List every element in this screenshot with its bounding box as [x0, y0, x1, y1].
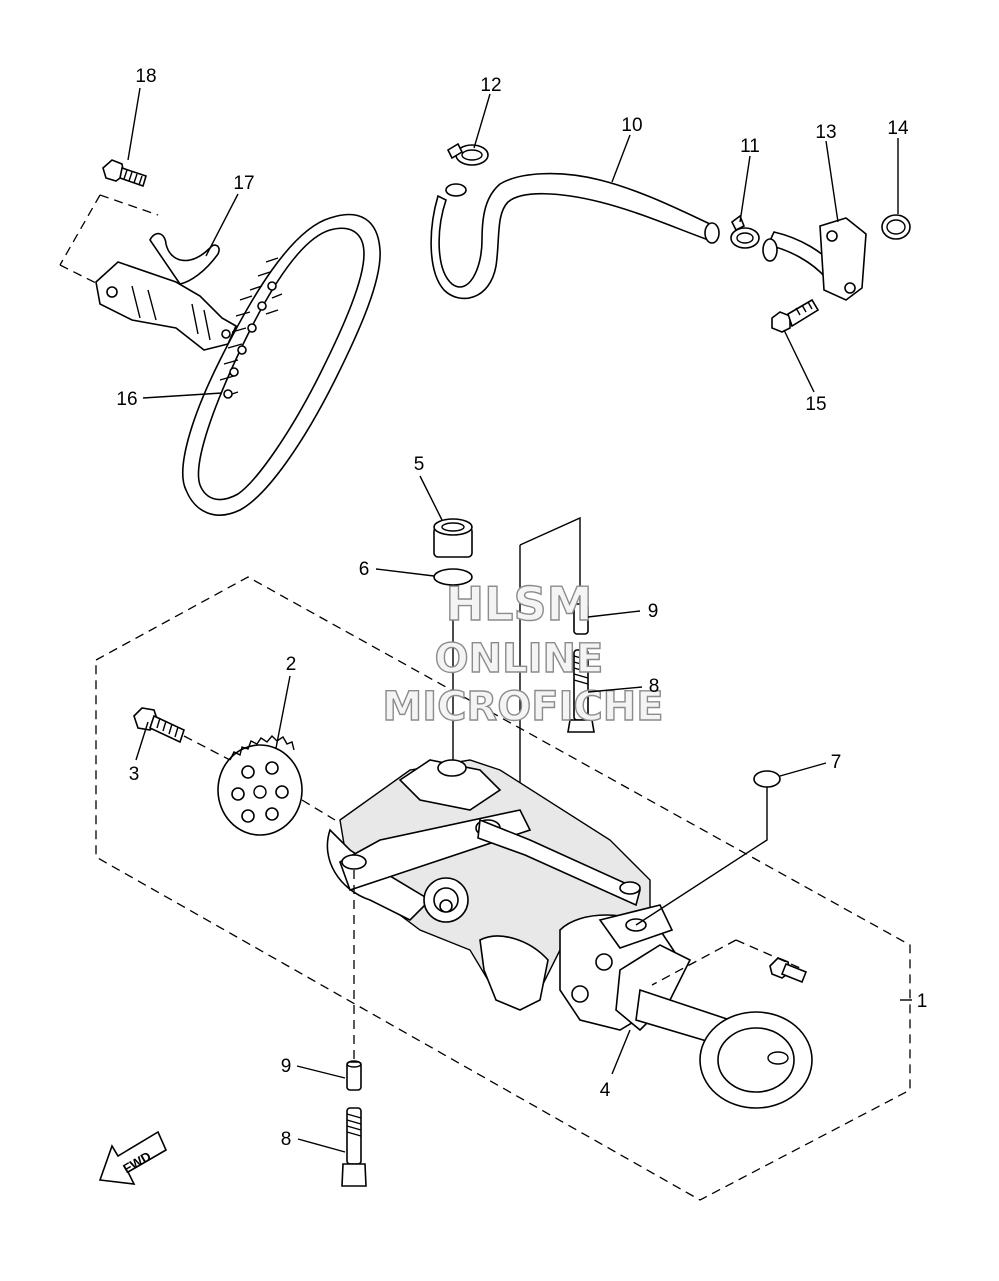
dowel-pin-9-top — [573, 603, 589, 635]
leader-9-bottom — [296, 1065, 346, 1079]
leader-13 — [825, 140, 839, 223]
strainer-bolt — [769, 957, 808, 984]
callout-11: 11 — [740, 136, 760, 157]
callout-8-top: 8 — [649, 676, 660, 697]
oil-strainer — [699, 1011, 813, 1109]
watermark-line-2: ONLINE — [435, 636, 604, 682]
oil-pipe-13 — [762, 217, 867, 301]
leader-2 — [275, 675, 291, 749]
callout-17: 17 — [233, 173, 254, 194]
bolt-8-top — [567, 649, 595, 733]
strainer-bolt-dash-b — [651, 939, 737, 986]
fwd-arrow: FWD — [98, 1130, 168, 1185]
gear-axis — [301, 799, 336, 821]
watermark-line-1: HLSM — [446, 577, 593, 631]
callout-9-bottom: 9 — [281, 1056, 292, 1077]
leader-18-dash — [99, 194, 159, 216]
leader-17 — [205, 193, 239, 257]
callout-2: 2 — [286, 654, 297, 675]
callout-3: 3 — [129, 764, 140, 785]
align-bracket-top — [519, 516, 581, 620]
o-ring-7 — [753, 770, 781, 788]
callout-12: 12 — [480, 75, 501, 96]
bolt-8-bottom — [341, 1107, 367, 1187]
callout-13: 13 — [815, 122, 836, 143]
leader-5 — [419, 475, 443, 521]
leader-18-dash-c — [59, 264, 101, 286]
bolt-3-axis — [183, 735, 231, 761]
hose-clamp-11 — [730, 214, 760, 249]
leader-16 — [142, 392, 223, 399]
bolt-15 — [771, 298, 820, 333]
timing-chain-16 — [182, 213, 381, 516]
hose-clamp-12 — [446, 142, 489, 166]
leader-8-top — [587, 686, 643, 693]
oil-pump-body — [326, 759, 802, 1071]
leader-4 — [611, 1029, 631, 1075]
strainer-bolt-dash — [735, 939, 801, 969]
callout-6: 6 — [359, 559, 370, 580]
chain-guide-17 — [95, 232, 238, 351]
leader-7-pump — [635, 787, 768, 926]
bolt-3 — [133, 707, 185, 744]
oil-pump-assembly-boundary — [95, 576, 911, 1201]
watermark-line-3: MICROFICHE — [382, 684, 663, 730]
collar-5 — [433, 518, 473, 558]
leader-7 — [779, 762, 827, 777]
callout-16: 16 — [116, 389, 137, 410]
callout-1: 1 — [917, 991, 928, 1012]
leader-18 — [127, 87, 141, 161]
callout-5: 5 — [414, 454, 425, 475]
oil-hose-10 — [430, 172, 720, 300]
callout-9-top: 9 — [648, 601, 659, 622]
dowel-pin-9-bottom — [346, 1060, 362, 1091]
leader-12 — [473, 93, 491, 149]
leader-6 — [375, 568, 435, 577]
leader-11 — [739, 155, 751, 223]
leader-18-dash-b — [59, 194, 101, 266]
drive-gear-2 — [217, 734, 303, 836]
bolt-18 — [102, 159, 147, 188]
leader-15 — [783, 329, 815, 393]
leader-9-top — [587, 610, 641, 618]
leader-10 — [611, 134, 631, 183]
callout-4: 4 — [600, 1080, 611, 1101]
callout-18: 18 — [135, 66, 156, 87]
callout-8-bottom: 8 — [281, 1129, 292, 1150]
o-ring-14 — [881, 214, 911, 240]
callout-10: 10 — [621, 115, 642, 136]
callout-7: 7 — [831, 752, 842, 773]
callout-14: 14 — [887, 118, 909, 139]
leader-3 — [135, 721, 149, 761]
leader-8-bottom — [297, 1138, 346, 1153]
callout-15: 15 — [805, 394, 826, 415]
